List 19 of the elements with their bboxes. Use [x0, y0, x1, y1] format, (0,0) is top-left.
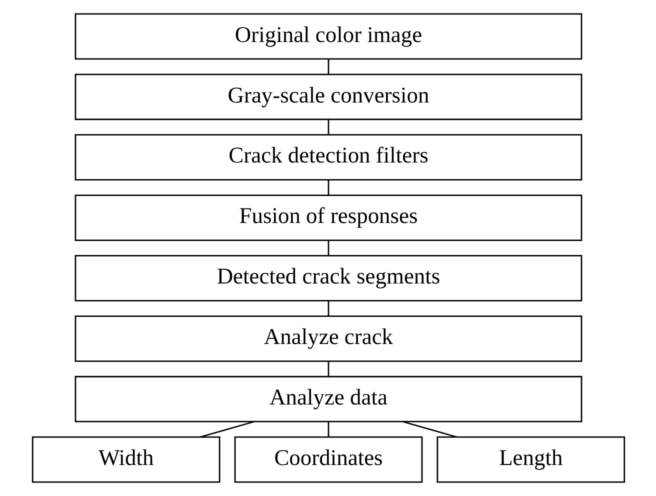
connector — [327, 120, 329, 135]
node-box: Detected crack segments — [74, 255, 582, 302]
node-box: Analyze data — [74, 376, 582, 422]
connector — [402, 420, 456, 438]
node-box: Length — [436, 436, 625, 483]
node-box: Gray-scale conversion — [74, 74, 582, 120]
node-box: Coordinates — [234, 436, 422, 483]
node-box: Analyze crack — [74, 315, 582, 362]
node-box: Fusion of responses — [74, 194, 582, 241]
connector — [327, 301, 329, 316]
connector — [327, 240, 329, 256]
connector — [200, 420, 254, 438]
node-box: Width — [31, 436, 220, 483]
connector — [327, 422, 329, 437]
connector — [327, 59, 329, 74]
connector — [327, 180, 329, 196]
node-box: Crack detection filters — [74, 134, 582, 181]
node-box: Original color image — [74, 13, 582, 60]
connector — [327, 362, 329, 376]
